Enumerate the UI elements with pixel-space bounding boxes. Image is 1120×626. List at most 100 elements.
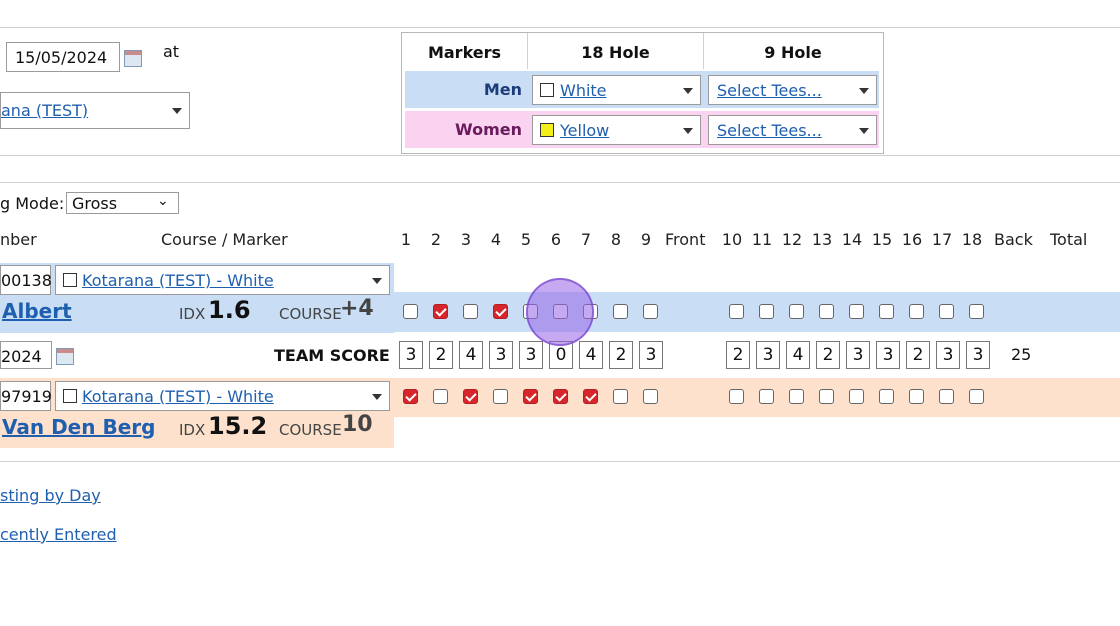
hole-header-16: 16 xyxy=(901,230,923,249)
team-score-back-14: 3 xyxy=(846,341,870,369)
women-9-select[interactable]: Select Tees... xyxy=(708,115,877,145)
calendar-icon[interactable] xyxy=(56,348,74,365)
front-hole-8-checkbox[interactable] xyxy=(613,389,628,404)
team-date-input[interactable]: 2024 xyxy=(0,341,52,369)
back-hole-12-checkbox[interactable] xyxy=(789,389,804,404)
front-hole-7-checkbox[interactable] xyxy=(583,389,598,404)
posting-by-day-link[interactable]: sting by Day xyxy=(0,486,101,505)
back-hole-11-checkbox[interactable] xyxy=(759,304,774,319)
back-hole-13-checkbox[interactable] xyxy=(819,389,834,404)
front-hole-5-checkbox[interactable] xyxy=(523,389,538,404)
back-hole-13-checkbox[interactable] xyxy=(819,304,834,319)
player2-idx: 15.2 xyxy=(208,412,268,440)
section-divider-2 xyxy=(0,182,1120,183)
front-hole-2-checkbox[interactable] xyxy=(433,304,448,319)
chevron-down-icon xyxy=(372,394,382,400)
back-hole-10-checkbox[interactable] xyxy=(729,304,744,319)
top-divider xyxy=(0,27,1120,28)
front-hole-9-checkbox[interactable] xyxy=(643,304,658,319)
team-score-back-16: 2 xyxy=(906,341,930,369)
hole-header-6: 6 xyxy=(550,230,562,249)
front-hole-1-checkbox[interactable] xyxy=(403,304,418,319)
hole-header-10: 10 xyxy=(721,230,743,249)
team-score-back-13: 2 xyxy=(816,341,840,369)
date-input[interactable]: 15/05/2024 xyxy=(6,42,120,72)
recently-entered-link[interactable]: cently Entered xyxy=(0,525,117,544)
hole-header-2: 2 xyxy=(430,230,442,249)
team-score-front-7: 4 xyxy=(579,341,603,369)
back-hole-16-checkbox[interactable] xyxy=(909,389,924,404)
team-score-back-15: 3 xyxy=(876,341,900,369)
back-hole-11-checkbox[interactable] xyxy=(759,389,774,404)
men-18-value: White xyxy=(560,81,607,100)
white-swatch-icon xyxy=(63,389,77,403)
player2-course-select[interactable]: Kotarana (TEST) - White xyxy=(55,381,390,411)
player1-name-link[interactable]: Albert xyxy=(2,299,72,323)
team-score-front-9: 3 xyxy=(639,341,663,369)
course-select-value: ana (TEST) xyxy=(1,101,89,120)
team-score-back-17: 3 xyxy=(936,341,960,369)
front-hole-6-checkbox[interactable] xyxy=(553,389,568,404)
player2-course-hcp: 10 xyxy=(342,412,373,437)
calendar-icon[interactable] xyxy=(124,50,142,67)
men-9-value: Select Tees... xyxy=(717,81,822,100)
team-score-back-10: 2 xyxy=(726,341,750,369)
back-hole-12-checkbox[interactable] xyxy=(789,304,804,319)
team-date: 2024 xyxy=(1,347,42,366)
hole9-header: 9 Hole xyxy=(764,43,822,62)
hole-header-4: 4 xyxy=(490,230,502,249)
player1-course-select[interactable]: Kotarana (TEST) - White xyxy=(55,265,390,295)
bottom-divider xyxy=(0,461,1120,462)
back-hole-16-checkbox[interactable] xyxy=(909,304,924,319)
course-marker-header: Course / Marker xyxy=(161,230,288,249)
section-divider xyxy=(0,155,1120,156)
hole-header-11: 11 xyxy=(751,230,773,249)
front-hole-9-checkbox[interactable] xyxy=(643,389,658,404)
back-hole-17-checkbox[interactable] xyxy=(939,304,954,319)
hole-header-13: 13 xyxy=(811,230,833,249)
men-label: Men xyxy=(483,80,522,99)
front-hole-3-checkbox[interactable] xyxy=(463,389,478,404)
player2-course-label: COURSE xyxy=(279,421,342,439)
team-score-front-2: 2 xyxy=(429,341,453,369)
back-hole-18-checkbox[interactable] xyxy=(969,389,984,404)
back-hole-15-checkbox[interactable] xyxy=(879,304,894,319)
hole-header-8: 8 xyxy=(610,230,622,249)
men-18-select[interactable]: White xyxy=(532,75,701,105)
chevron-down-icon: ⌄ xyxy=(157,193,169,209)
player2-id-input[interactable]: 97919 xyxy=(0,381,52,411)
player1-course-label: COURSE xyxy=(279,305,342,323)
course-select[interactable]: ana (TEST) xyxy=(0,92,190,129)
player1-idx: 1.6 xyxy=(208,296,251,324)
back-hole-15-checkbox[interactable] xyxy=(879,389,894,404)
player1-id: 00138 xyxy=(1,271,52,290)
back-hole-10-checkbox[interactable] xyxy=(729,389,744,404)
team-score-front-1: 3 xyxy=(399,341,423,369)
front-hole-4-checkbox[interactable] xyxy=(493,304,508,319)
women-18-select[interactable]: Yellow xyxy=(532,115,701,145)
player1-id-input[interactable]: 00138 xyxy=(0,265,52,295)
scoring-mode-value: Gross xyxy=(72,194,118,213)
chevron-down-icon xyxy=(172,108,182,114)
back-hole-18-checkbox[interactable] xyxy=(969,304,984,319)
hole-header-18: 18 xyxy=(961,230,983,249)
player2-idx-label: IDX xyxy=(179,421,206,439)
front-hole-3-checkbox[interactable] xyxy=(463,304,478,319)
chevron-down-icon xyxy=(859,88,869,94)
hole-header-1: 1 xyxy=(400,230,412,249)
back-hole-14-checkbox[interactable] xyxy=(849,389,864,404)
player1-course-hcp: +4 xyxy=(340,296,374,321)
front-hole-4-checkbox[interactable] xyxy=(493,389,508,404)
scoring-mode-select[interactable]: Gross ⌄ xyxy=(66,192,179,214)
player2-row xyxy=(394,378,1120,417)
back-hole-17-checkbox[interactable] xyxy=(939,389,954,404)
men-9-select[interactable]: Select Tees... xyxy=(708,75,877,105)
team-score-back-12: 4 xyxy=(786,341,810,369)
player2-name-link[interactable]: Van Den Berg xyxy=(2,415,156,439)
women-label: Women xyxy=(455,120,522,139)
front-hole-8-checkbox[interactable] xyxy=(613,304,628,319)
yellow-swatch-icon xyxy=(540,123,554,137)
front-hole-2-checkbox[interactable] xyxy=(433,389,448,404)
front-hole-1-checkbox[interactable] xyxy=(403,389,418,404)
back-hole-14-checkbox[interactable] xyxy=(849,304,864,319)
